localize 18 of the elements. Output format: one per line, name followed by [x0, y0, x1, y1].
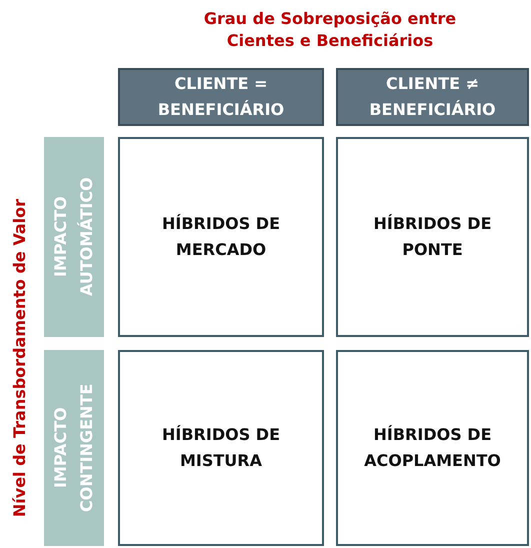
quadrant-cell: [118, 137, 324, 337]
quadrant-label: HÍBRIDOS DE MERCADO: [161, 213, 281, 261]
chart-title: Grau de Sobreposição entre Cientes e Beneficiários: [202, 8, 458, 52]
quadrant-cell: [118, 350, 324, 546]
header-text: IMPACTO AUTOMÁTICO: [50, 176, 97, 298]
header-text: IMPACTO CONTINGENTE: [50, 382, 97, 514]
header-text: CLIENTE = BENEFICIÁRIO: [156, 73, 286, 121]
column-header: [118, 68, 324, 126]
quadrant-label: HÍBRIDOS DE PONTE: [372, 213, 492, 261]
header-text: CLIENTE ≠ BENEFICIÁRIO: [368, 73, 497, 121]
row-header: [44, 137, 104, 337]
quadrant-label: HÍBRIDOS DE ACOPLAMENTO: [363, 424, 502, 472]
axis-label: Nível de Transbordamento de Valor: [10, 198, 28, 518]
quadrant-cell: [336, 137, 529, 337]
row-header: [44, 350, 104, 546]
quadrant-label: HÍBRIDOS DE MISTURA: [161, 424, 281, 472]
quadrant-cell: [336, 350, 529, 546]
column-header: [336, 68, 529, 126]
